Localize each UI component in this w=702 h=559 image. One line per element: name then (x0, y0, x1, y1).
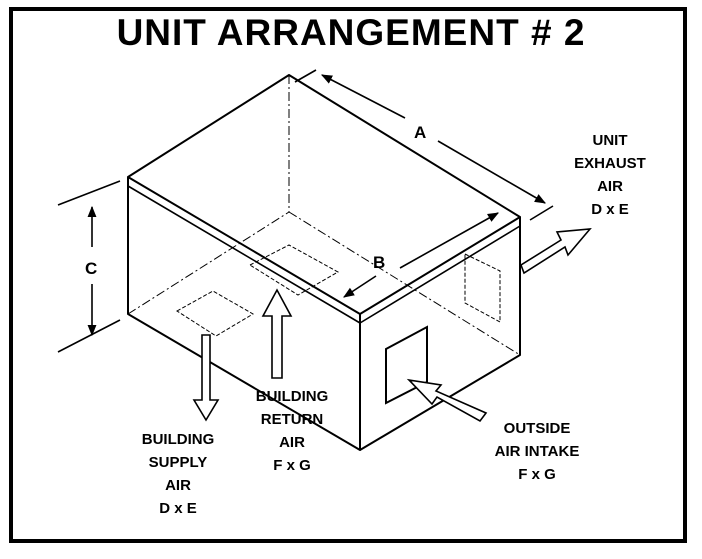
exhaust-arrow-icon (520, 228, 592, 275)
svg-text:BUILDING: BUILDING (256, 388, 329, 405)
dimension-a-label: A (414, 123, 426, 142)
svg-text:OUTSIDE: OUTSIDE (504, 420, 571, 437)
building-supply-label: BUILDING SUPPLY AIR D x E (142, 431, 215, 517)
svg-text:AIR: AIR (597, 178, 623, 195)
svg-text:D x E: D x E (591, 201, 629, 218)
building-return-label: BUILDING RETURN AIR F x G (256, 388, 329, 474)
dimension-b-label: B (373, 253, 385, 272)
supply-opening (176, 290, 254, 337)
exhaust-opening (464, 253, 501, 323)
unit-box (127, 74, 521, 451)
supply-arrow-icon (192, 334, 220, 422)
hidden-edges (127, 75, 521, 356)
return-opening (248, 244, 340, 296)
svg-text:EXHAUST: EXHAUST (574, 155, 646, 172)
outside-air-intake-label: OUTSIDE AIR INTAKE F x G (495, 420, 580, 483)
unit-exhaust-label: UNIT EXHAUST AIR D x E (574, 132, 646, 218)
dimension-a: A (321, 74, 546, 204)
dimension-b: B (343, 212, 499, 298)
page-title: UNIT ARRANGEMENT # 2 (116, 12, 586, 53)
svg-text:D x E: D x E (159, 500, 197, 517)
svg-text:SUPPLY: SUPPLY (149, 454, 208, 471)
svg-text:F x G: F x G (273, 457, 311, 474)
intake-arrow-icon (406, 378, 488, 423)
dimension-c: C (85, 205, 97, 337)
return-arrow-icon (261, 288, 293, 379)
svg-text:RETURN: RETURN (261, 411, 324, 428)
svg-text:AIR: AIR (279, 434, 305, 451)
svg-text:BUILDING: BUILDING (142, 431, 215, 448)
svg-text:AIR INTAKE: AIR INTAKE (495, 443, 580, 460)
svg-text:UNIT: UNIT (593, 132, 628, 149)
svg-text:F x G: F x G (518, 466, 556, 483)
dimension-c-label: C (85, 259, 97, 278)
svg-text:AIR: AIR (165, 477, 191, 494)
